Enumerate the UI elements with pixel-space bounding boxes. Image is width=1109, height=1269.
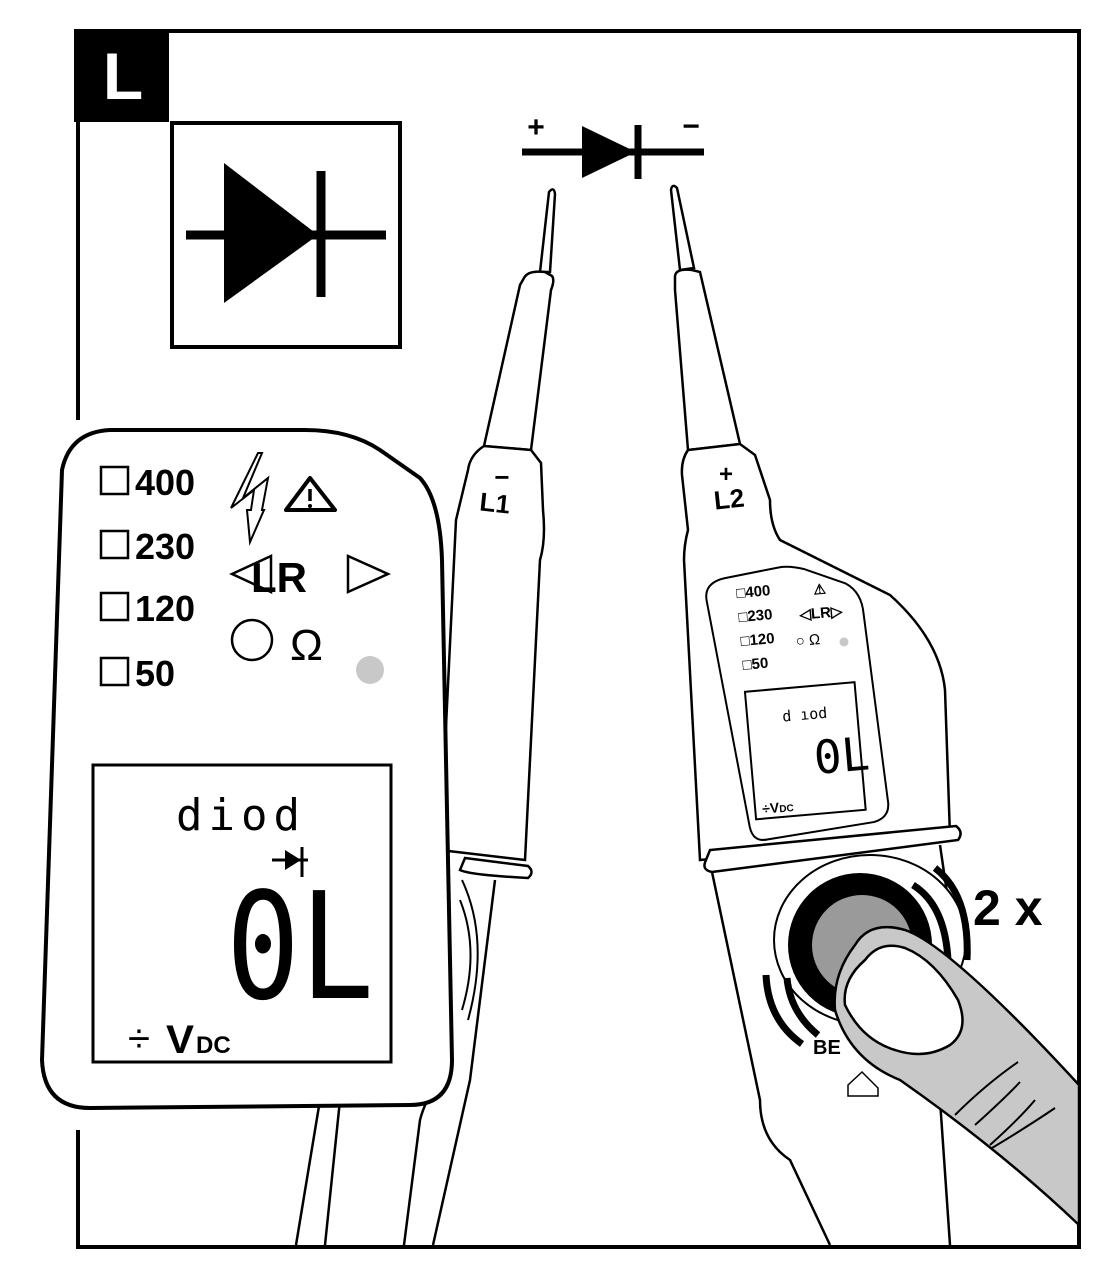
svg-text:◁LR▷: ◁LR▷ <box>798 603 845 624</box>
warning-triangle-icon <box>284 476 337 512</box>
direction-label: LR <box>251 554 307 601</box>
diode-mode-box <box>170 121 402 349</box>
svg-text:÷VDC: ÷VDC <box>762 798 795 817</box>
anode-plus-label: + <box>527 111 545 144</box>
display-panel-enlarged: 400 230 120 50 LR Ω <box>39 428 455 1111</box>
lcd-unit: ÷ V DC <box>128 1017 231 1062</box>
svg-text:□400: □400 <box>736 582 771 602</box>
svg-text:□230: □230 <box>738 606 773 626</box>
svg-text:230: 230 <box>135 526 195 567</box>
polarity-diode-icon: + − <box>522 110 704 179</box>
l2-label: L2 <box>712 483 745 516</box>
l1-label: L1 <box>478 487 511 520</box>
svg-text:d ıod: d ıod <box>781 704 828 726</box>
diode-icon <box>186 163 386 303</box>
svg-text:□120: □120 <box>740 630 775 650</box>
voltage-level-list: 400 230 120 50 <box>99 462 195 694</box>
lcd-screen: diod 0L ÷ V DC <box>91 763 393 1064</box>
lcd-unit-v: V <box>166 1018 194 1062</box>
right-rotation-arrow-icon <box>346 554 392 594</box>
svg-text:400: 400 <box>135 462 195 503</box>
probe-l1: − L1 <box>294 188 557 1246</box>
svg-text:0L: 0L <box>812 726 872 785</box>
press-indicator-arcs <box>762 865 971 1047</box>
ohm-symbol: Ω <box>290 621 323 670</box>
cathode-minus-label: − <box>682 110 700 143</box>
voltage-level-120: 120 <box>99 588 195 629</box>
voltage-level-50: 50 <box>99 653 175 694</box>
svg-text:○ Ω: ○ Ω <box>795 631 821 650</box>
lcd-reading: 0L <box>226 861 374 1033</box>
finger-pressing-icon <box>833 925 1081 1228</box>
svg-text:50: 50 <box>135 653 175 694</box>
svg-text:120: 120 <box>135 588 195 629</box>
l1-polarity-mark: − <box>494 462 509 492</box>
svg-text:⚠: ⚠ <box>813 580 827 597</box>
voltage-level-400: 400 <box>99 462 195 503</box>
vde-mark-icon <box>847 1070 879 1097</box>
svg-text:□50: □50 <box>742 655 769 674</box>
dc-prefix-symbol: ÷ <box>128 1017 150 1061</box>
left-rotation-arrow-icon <box>229 554 273 594</box>
section-label: L <box>103 39 143 113</box>
lcd-mode-text: diod <box>176 790 306 841</box>
continuity-circle-icon <box>230 618 274 662</box>
voltage-level-230: 230 <box>99 526 195 567</box>
figure-frame <box>76 29 1081 1249</box>
lcd-unit-sub: DC <box>196 1032 231 1059</box>
l2-polarity-mark: + <box>719 461 733 488</box>
section-label-box: L <box>74 29 169 122</box>
probe-display-small: □400 □230 □120 □50 ◁LR▷ ○ Ω ⚠ d ıod 0L ÷… <box>705 565 890 841</box>
high-voltage-lightning-icon <box>230 452 270 546</box>
status-led-dot <box>356 656 384 684</box>
brand-partial-label: BE <box>813 1037 841 1059</box>
lcd-diode-icon <box>272 847 308 877</box>
press-count-label: 2 x <box>973 880 1043 936</box>
